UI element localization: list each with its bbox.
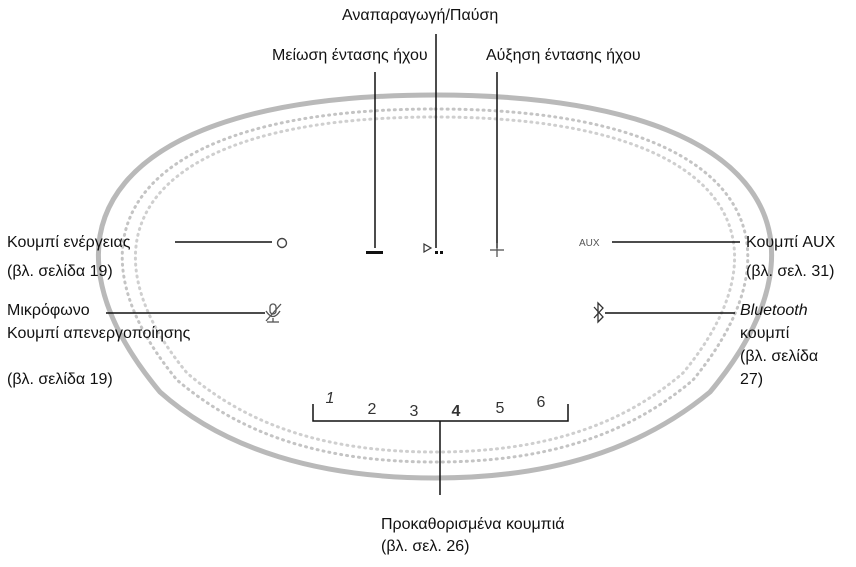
speaker-grille-inner	[134, 115, 736, 454]
bluetooth-label: Bluetooth	[740, 302, 808, 319]
power-button-ref: (βλ. σελίδα 19)	[7, 263, 113, 280]
bluetooth-button-label: κουμπί	[740, 325, 790, 342]
preset-5-number[interactable]: 5	[496, 400, 505, 417]
presets-ref: (βλ. σελ. 26)	[381, 538, 470, 555]
play-pause-icon	[423, 242, 443, 254]
mic-ref: (βλ. σελίδα 19)	[7, 371, 113, 388]
bluetooth-ref-line1: (βλ. σελίδα	[740, 348, 819, 365]
preset-3-number[interactable]: 3	[410, 403, 419, 420]
volume-down-icon	[366, 251, 383, 254]
volume-up-icon	[490, 243, 504, 257]
aux-button-ref: (βλ. σελ. 31)	[746, 263, 835, 280]
preset-number-group: 1 2 3 4 5 6	[326, 390, 546, 420]
volume-up-label: Αύξηση έντασης ήχου	[486, 47, 641, 64]
bluetooth-ref-line2: 27)	[740, 371, 764, 388]
aux-button-label: Κουμπί AUX	[746, 234, 836, 251]
mic-off-icon	[265, 303, 282, 323]
preset-2-number[interactable]: 2	[368, 401, 377, 418]
preset-6-number[interactable]: 6	[537, 394, 546, 411]
power-button-label: Κουμπί ενέργειας	[7, 234, 131, 251]
bluetooth-icon	[593, 301, 604, 324]
volume-down-label: Μείωση έντασης ήχου	[272, 47, 428, 64]
power-icon	[276, 237, 288, 249]
speaker-outline	[95, 92, 775, 481]
play-pause-label: Αναπαραγωγή/Παύση	[342, 7, 499, 24]
preset-4-number[interactable]: 4	[452, 403, 461, 420]
mic-mute-label: Κουμπί απενεργοποίησης	[7, 325, 191, 342]
aux-label: AUX	[579, 238, 600, 249]
presets-label: Προκαθορισμένα κουμπιά	[381, 516, 565, 533]
preset-1-number[interactable]: 1	[326, 390, 335, 407]
mic-label: Μικρόφωνο	[7, 302, 90, 319]
speaker-grille-outer	[120, 107, 750, 464]
